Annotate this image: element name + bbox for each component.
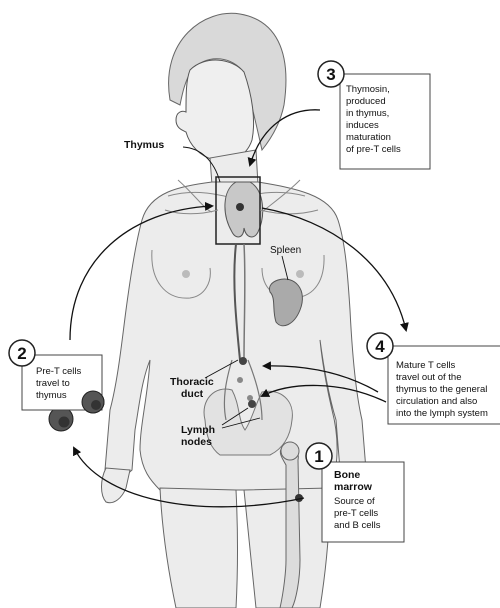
step-2-text-line3: thymus [36, 390, 67, 401]
step-3-callout: 3 Thymosin, produced in thymus, induces … [318, 61, 430, 169]
step-4-text-line5: into the lymph system [396, 408, 488, 419]
step-4-text-line4: circulation and also [396, 396, 477, 407]
lymph-nodes-label-line2: nodes [181, 436, 212, 448]
thymus-dot [236, 203, 244, 211]
step-1-title-line2: marrow [334, 481, 373, 493]
step-1-number: 1 [314, 447, 323, 466]
step-3-number: 3 [326, 65, 335, 84]
step-3-text-line1: Thymosin, [346, 84, 390, 95]
step-4-number: 4 [375, 337, 385, 356]
thymus-organ [225, 182, 263, 237]
step-2-callout: 2 Pre-T cells travel to thymus [9, 340, 104, 413]
thoracic-duct-label-line1: Thoracic [170, 376, 214, 388]
step-1-text-line2: pre-T cells [334, 508, 378, 519]
step-2-number: 2 [17, 344, 26, 363]
step-2-text-line1: Pre-T cells [36, 366, 81, 377]
step-4-text-line3: thymus to the general [396, 384, 487, 395]
step-3-text-line3: in thymus, [346, 108, 389, 119]
spleen-label: Spleen [270, 245, 301, 256]
step-1-text-line1: Source of [334, 496, 375, 507]
step-1-title-line1: Bone [334, 469, 360, 481]
step-3-text-line5: maturation [346, 132, 391, 143]
step-3-text-line2: produced [346, 96, 386, 107]
lymph-nodes-label-line1: Lymph [181, 424, 215, 436]
step-1-text-line3: and B cells [334, 520, 381, 531]
step-4-text-line1: Mature T cells [396, 360, 456, 371]
step-4-text-line2: travel out of the [396, 372, 461, 383]
step-4-callout: 4 Mature T cells travel out of the thymu… [367, 333, 500, 424]
thymus-label: Thymus [124, 139, 164, 151]
step-2-text-line2: travel to [36, 378, 70, 389]
step-3-text-line6: of pre-T cells [346, 144, 401, 155]
thoracic-duct-label-line2: duct [181, 388, 204, 400]
lymph-node-dot [248, 400, 256, 408]
step-3-text-line4: induces [346, 120, 379, 131]
